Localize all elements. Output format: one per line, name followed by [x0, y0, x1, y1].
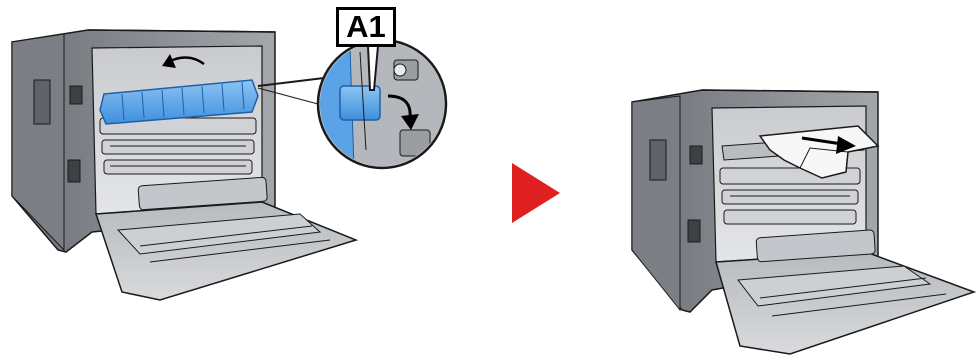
printer-left-rollers [100, 118, 256, 174]
play-arrow-icon [512, 163, 560, 223]
printer-right-port [690, 146, 702, 164]
printer-right-rear-door [716, 252, 974, 354]
printer-left-rear-door [96, 202, 356, 300]
printer-right-vent [650, 140, 666, 180]
callout-magnifier [318, 40, 446, 168]
callout-label-a1: A1 [336, 7, 396, 47]
printer-right-rollers [720, 168, 860, 224]
printer-left-port-2 [68, 160, 80, 182]
printer-left-side-panel [12, 34, 64, 250]
printer-right [632, 90, 974, 354]
printer-left-port [70, 86, 82, 104]
printer-left [12, 30, 356, 300]
printer-left-vent [34, 80, 50, 124]
printer-right-port-2 [688, 220, 700, 242]
printer-right-side-panel [632, 96, 680, 310]
